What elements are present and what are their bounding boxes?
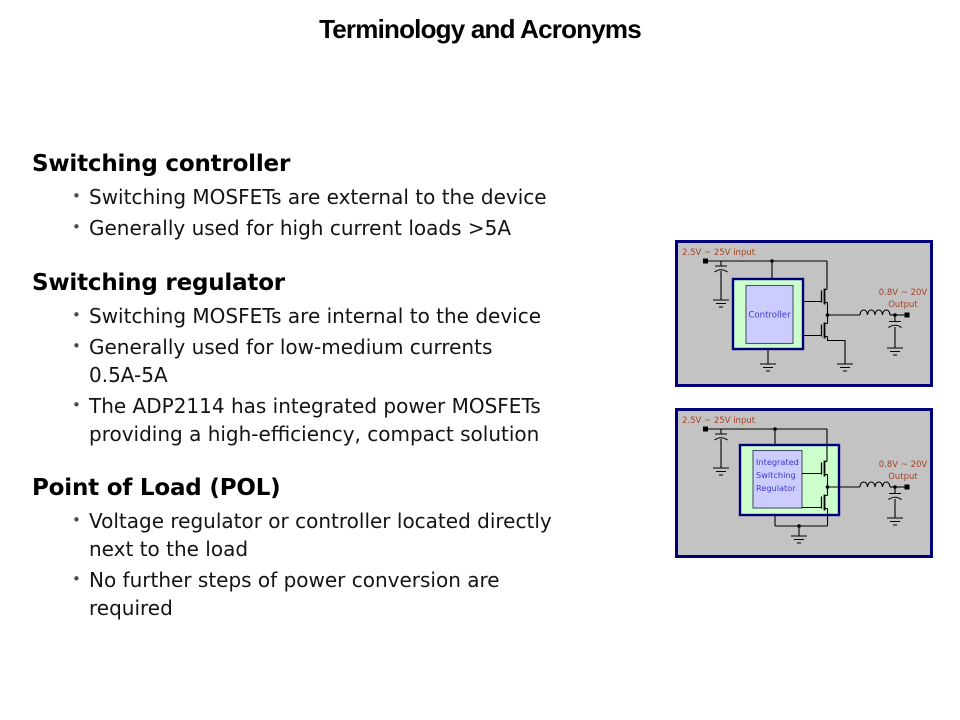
ground-icon — [713, 299, 729, 308]
chip-label: Integrated Switching Regulator — [756, 457, 799, 493]
ground-network — [774, 515, 828, 544]
bullet-line: providing a high-efficiency, compact sol… — [89, 422, 540, 446]
bullet-line: Switching MOSFETs are internal to the de… — [89, 304, 542, 328]
bullet-line: Voltage regulator or controller located … — [89, 509, 552, 533]
controller-box: Controller — [731, 277, 805, 372]
chip-inner — [745, 284, 794, 345]
chip-label: Controller — [748, 311, 791, 321]
bullet-item: Voltage regulator or controller located … — [72, 506, 662, 563]
output-terminal-icon — [904, 484, 910, 490]
bullet-line: No further steps of power conversion are — [89, 568, 500, 592]
svg-text:Switching: Switching — [756, 470, 796, 480]
diagram-switching-regulator: 2.5V ~ 25V input Integrated Switching Re… — [675, 408, 933, 562]
section-point-of-load: Point of Load (POL) Voltage regulator or… — [32, 473, 662, 625]
regulator-circuit-svg: 2.5V ~ 25V input Integrated Switching Re… — [675, 408, 933, 558]
mosfet-high-icon — [803, 261, 828, 305]
mosfet-low-icon — [802, 494, 829, 526]
input-voltage-label: 2.5V ~ 25V input — [682, 416, 756, 426]
bullet-list: Switching MOSFETs are internal to the de… — [32, 301, 662, 448]
input-capacitor-icon — [713, 261, 729, 308]
bullet-item: The ADP2114 has integrated power MOSFETs… — [72, 391, 662, 448]
input-rail — [703, 258, 827, 279]
page-title: Terminology and Acronyms — [319, 14, 642, 44]
section-heading: Switching controller — [32, 151, 291, 177]
bullet-item: Switching MOSFETs are internal to the de… — [72, 301, 662, 330]
output-terminal-icon — [904, 312, 910, 318]
bullet-line: 0.5A-5A — [89, 363, 168, 387]
bullet-list: Voltage regulator or controller located … — [32, 506, 662, 622]
mosfet-high-icon — [802, 429, 828, 477]
bullet-line: required — [89, 596, 173, 620]
section-heading: Switching regulator — [32, 270, 285, 296]
bullet-list: Switching MOSFETs are external to the de… — [32, 182, 662, 242]
output-capacitor-icon — [887, 313, 903, 356]
output-capacitor-icon — [887, 485, 903, 526]
bullet-item: Generally used for high current loads >5… — [72, 213, 662, 242]
inductor-icon — [859, 309, 905, 316]
ground-icon — [887, 347, 903, 356]
output-voltage-label: 0.8V ~ 20V — [879, 460, 928, 470]
ground-icon — [837, 363, 853, 372]
ground-icon — [791, 535, 807, 544]
output-voltage-label: Output — [888, 472, 918, 482]
bullet-line: The ADP2114 has integrated power MOSFETs — [89, 394, 541, 418]
ground-icon — [887, 517, 903, 526]
switch-node — [825, 302, 860, 324]
bullet-line: next to the load — [89, 537, 249, 561]
ground-icon — [760, 363, 776, 372]
mosfet-low-icon — [803, 322, 853, 372]
ground-icon — [713, 467, 729, 476]
input-terminal-icon — [703, 426, 708, 432]
input-voltage-label: 2.5V ~ 25V input — [682, 248, 756, 258]
input-capacitor-icon — [713, 429, 729, 476]
section-switching-controller: Switching controller Switching MOSFETs a… — [32, 149, 662, 245]
bullet-item: Switching MOSFETs are external to the de… — [72, 182, 662, 211]
bullet-line: Generally used for high current loads >5… — [89, 216, 512, 240]
inductor-icon — [859, 481, 905, 488]
svg-text:Integrated: Integrated — [756, 457, 799, 467]
bullet-item: No further steps of power conversion are… — [72, 565, 662, 622]
section-switching-regulator: Switching regulator Switching MOSFETs ar… — [32, 268, 662, 451]
input-terminal-icon — [703, 258, 708, 264]
svg-text:Regulator: Regulator — [756, 483, 796, 493]
chip-inner — [752, 449, 803, 509]
controller-circuit-svg: 2.5V ~ 25V input Controller — [675, 240, 933, 387]
bullet-line: Switching MOSFETs are external to the de… — [89, 185, 547, 209]
output-voltage-label: 0.8V ~ 20V — [879, 288, 928, 298]
bullet-line: Generally used for low-medium currents — [89, 335, 493, 359]
section-heading: Point of Load (POL) — [32, 475, 281, 501]
bullet-item: Generally used for low-medium currents 0… — [72, 332, 662, 389]
switch-node — [825, 474, 860, 496]
input-rail — [703, 426, 827, 445]
diagram-switching-controller: 2.5V ~ 25V input Controller — [675, 240, 933, 391]
output-voltage-label: Output — [888, 300, 918, 310]
